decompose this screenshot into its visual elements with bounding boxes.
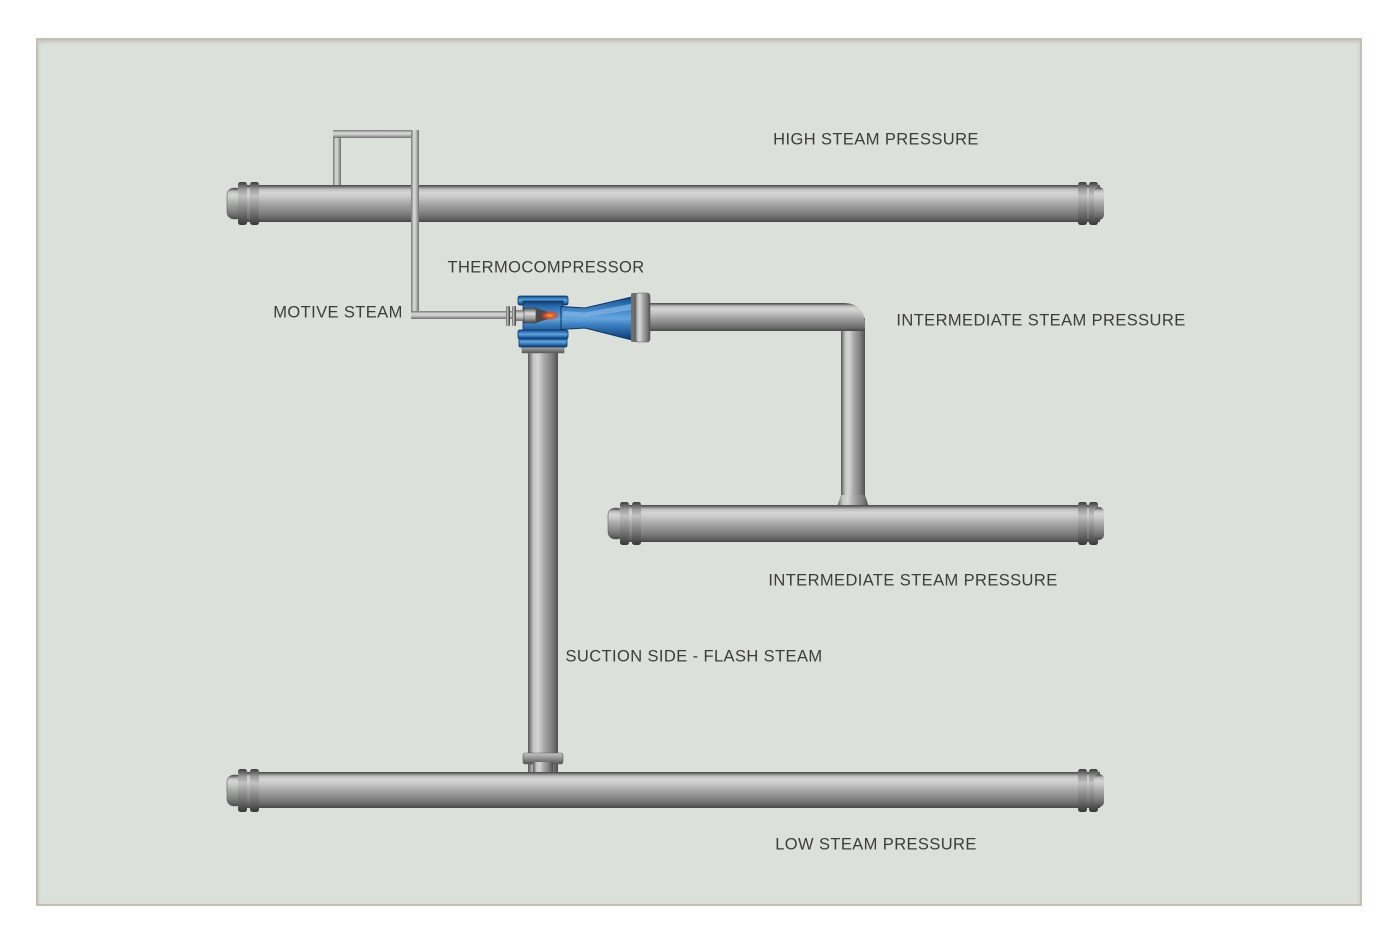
diffuser-cone [560, 295, 635, 342]
thermocompressor-device [506, 292, 651, 354]
label-thermocompressor: THERMOCOMPRESSOR [447, 258, 645, 277]
nozzle-stem [516, 310, 526, 321]
diffuser-highlight [563, 304, 631, 317]
intermediate-pressure-pipe [607, 502, 1104, 545]
pipe-flange [1078, 502, 1087, 545]
pipe-flange [632, 502, 641, 545]
label-motive-steam: MOTIVE STEAM [273, 303, 403, 322]
pipe-flange [620, 502, 629, 545]
body-bottom-cap [517, 329, 569, 340]
outlet-flange [634, 292, 651, 343]
motive-steam-pipe [333, 130, 419, 189]
pipe-flange [1078, 769, 1087, 812]
discharge-horizontal-leg [648, 303, 865, 331]
suction-pipe [522, 346, 564, 776]
discharge-weld-collar [837, 495, 869, 507]
discharge-pipe [648, 303, 869, 507]
low-pressure-pipe [226, 769, 1104, 812]
discharge-vertical-leg [841, 318, 865, 498]
label-intermediate-steam-pressure-upper: INTERMEDIATE STEAM PRESSURE [896, 311, 1186, 330]
pipe-end-cap [1094, 187, 1104, 220]
pipe-flange [250, 769, 259, 812]
motive-inlet-flange [512, 306, 516, 326]
pipe-body [620, 505, 1098, 542]
pipe-flange [238, 182, 247, 225]
pipe-body [240, 772, 1100, 808]
pipe-body [240, 185, 1100, 222]
high-pressure-pipe [226, 182, 1104, 225]
label-intermediate-steam-pressure-lower: INTERMEDIATE STEAM PRESSURE [768, 571, 1058, 590]
pipe-flange [250, 182, 259, 225]
nozzle-glow [540, 310, 560, 321]
pipe-end-cap [1094, 507, 1104, 540]
label-high-steam-pressure: HIGH STEAM PRESSURE [773, 130, 979, 149]
pipe-end-cap [1094, 774, 1104, 807]
suction-riser-body [528, 346, 558, 772]
pipe-flange [238, 769, 247, 812]
label-low-steam-pressure: LOW STEAM PRESSURE [775, 835, 977, 854]
motive-inlet-flange [506, 306, 510, 326]
label-suction-side-flash-steam: SUCTION SIDE - FLASH STEAM [565, 647, 823, 666]
pipe-flange [1078, 182, 1087, 225]
nozzle-body [523, 307, 537, 324]
motive-steam-pipe-down [411, 130, 514, 319]
